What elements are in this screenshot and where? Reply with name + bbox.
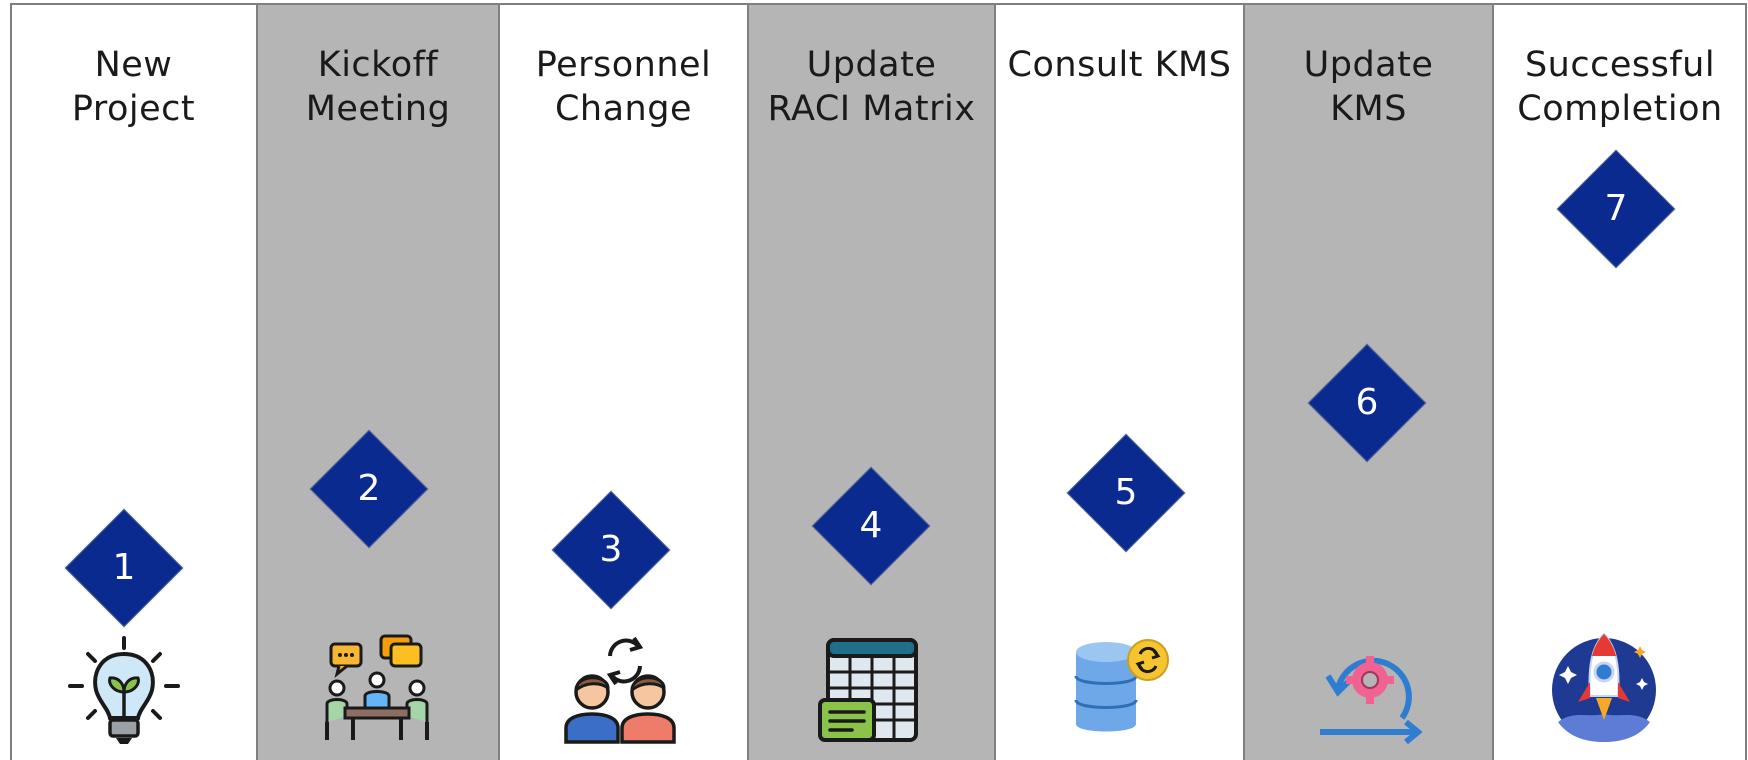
spreadsheet-icon (812, 632, 932, 752)
lane-consult-kms: Consult KMS (995, 3, 1244, 760)
lane-personnel-change: Personnel Change (499, 3, 748, 760)
step-marker-5: 5 (1066, 433, 1186, 553)
lane-divider (1492, 3, 1494, 760)
rocket-icon (1544, 626, 1664, 746)
lane-title-consult-kms: Consult KMS (1007, 45, 1232, 85)
lane-title-successful-completion: Successful Completion (1517, 45, 1723, 129)
lane-kickoff-meeting: Kickoff Meeting (257, 3, 499, 760)
diagram-frame (10, 3, 1747, 760)
lane-update-kms: Update KMS (1244, 3, 1493, 760)
step-number: 7 (1604, 188, 1628, 229)
step-number: 6 (1355, 382, 1379, 423)
lane-title-personnel-change: Personnel Change (535, 45, 712, 129)
step-number: 3 (599, 529, 623, 570)
lane-title-update-kms: Update KMS (1303, 45, 1434, 129)
personnel-swap-icon (562, 630, 682, 750)
step-marker-6: 6 (1307, 343, 1427, 463)
step-number: 1 (112, 547, 136, 588)
step-marker-4: 4 (811, 466, 931, 586)
step-number: 2 (357, 468, 381, 509)
database-sync-icon (1062, 630, 1182, 750)
lane-title-kickoff-meeting: Kickoff Meeting (305, 45, 451, 129)
step-marker-7: 7 (1556, 149, 1676, 269)
step-marker-2: 2 (309, 429, 429, 549)
lane-new-project: New Project (10, 3, 257, 760)
lane-divider (498, 3, 500, 760)
step-number: 5 (1114, 472, 1138, 513)
step-marker-1: 1 (64, 508, 184, 628)
step-marker-3: 3 (551, 490, 671, 610)
lane-divider (256, 3, 258, 760)
meeting-icon (317, 630, 437, 750)
lane-divider (994, 3, 996, 760)
lane-title-new-project: New Project (71, 45, 196, 129)
lightbulb-plant-icon (64, 632, 184, 752)
lane-successful-completion: Successful Completion (1493, 3, 1747, 760)
lane-divider (1243, 3, 1245, 760)
lane-title-update-raci: Update RACI Matrix (767, 45, 976, 129)
lane-update-raci: Update RACI Matrix (748, 3, 995, 760)
lane-divider (747, 3, 749, 760)
gear-cycle-icon (1310, 632, 1430, 752)
step-number: 4 (859, 505, 883, 546)
